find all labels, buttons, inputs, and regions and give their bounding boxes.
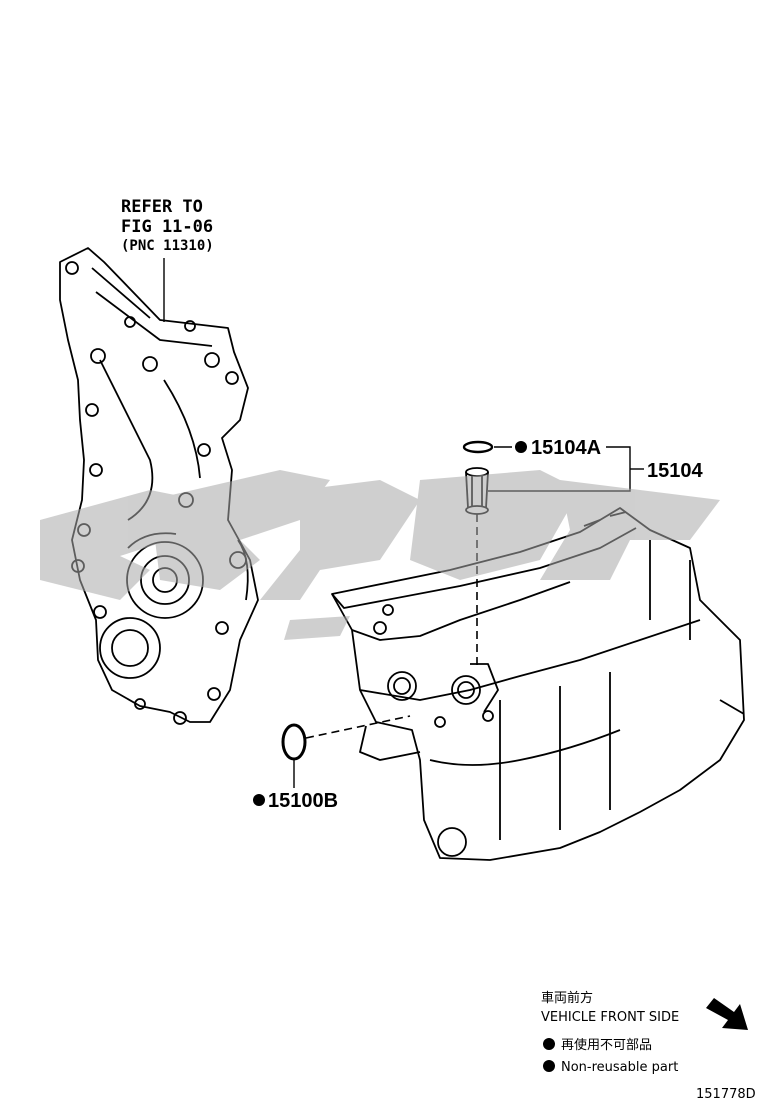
top-oring xyxy=(462,440,494,454)
callout-15104: 15104 xyxy=(647,460,703,482)
reference-line-2: FIG 11-06 xyxy=(121,217,213,237)
reference-note: REFER TO FIG 11-06 (PNC 11310) xyxy=(121,197,214,254)
direction-japanese: 車両前方 xyxy=(541,990,593,1006)
reference-line-3: (PNC 11310) xyxy=(121,238,214,254)
non-reusable-dot-icon xyxy=(253,794,265,806)
front-direction-arrow-icon xyxy=(706,998,748,1030)
non-reusable-dot-icon xyxy=(543,1038,555,1050)
callout-15104A: 15104A xyxy=(531,437,601,459)
watermark-logo xyxy=(40,470,720,640)
callout-15100B: 15100B xyxy=(268,790,338,812)
direction-english: VEHICLE FRONT SIDE xyxy=(541,1010,679,1025)
legend-japanese: 再使用不可部品 xyxy=(561,1037,652,1053)
reference-line-1: REFER TO xyxy=(121,197,203,217)
legend-english: Non-reusable part xyxy=(561,1060,678,1075)
non-reusable-dot-icon xyxy=(515,441,527,453)
oil-pan-housing xyxy=(331,507,745,861)
side-oring xyxy=(281,723,307,761)
side-oring-dashed-line xyxy=(305,715,411,739)
illustration-id: 151778D xyxy=(696,1087,756,1102)
non-reusable-dot-icon xyxy=(543,1060,555,1072)
